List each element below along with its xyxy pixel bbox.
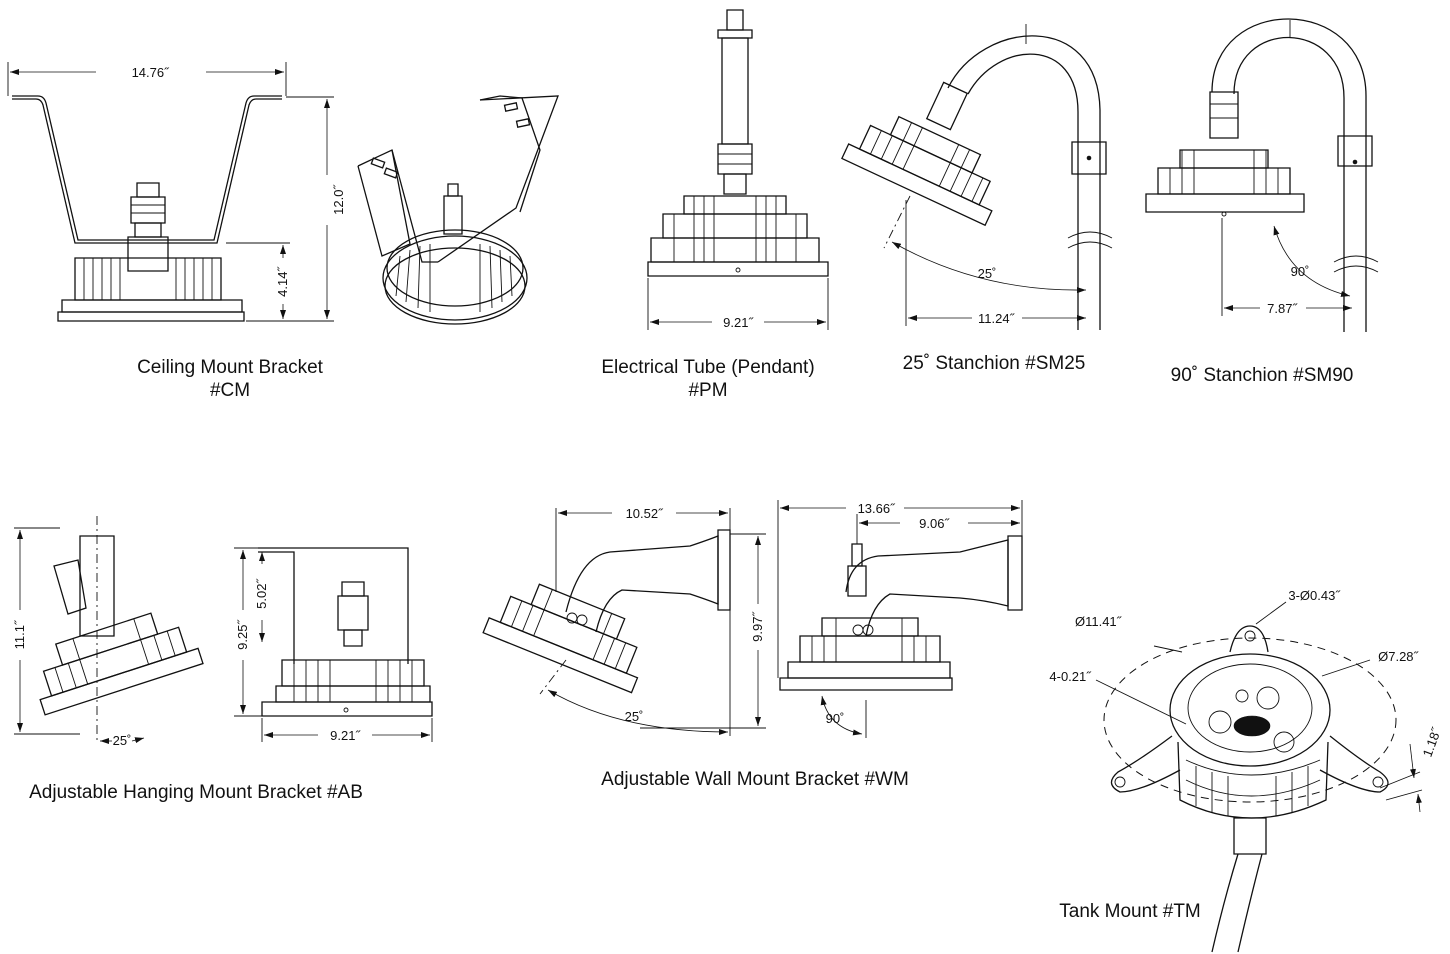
dim-sm25-reach: 11.24˝ [978,311,1016,326]
dim-tm-bolt-circle: Ø11.41˝ [1075,614,1123,629]
wall-mount-figure [483,500,1022,738]
dim-wm-angle-b: 90˚ [826,711,845,726]
dim-ab-total-height: 9.25˝ [235,619,250,650]
caption-pendant-mount-code: #PM [688,380,727,401]
stanchion-90-heatsink [1146,150,1304,216]
dim-pm-width: 9.21˝ [723,315,754,330]
caption-stanchion-90: 90˚ Stanchion #SM90 [1171,365,1354,386]
dim-wm-reach-a: 10.52˝ [626,506,665,521]
dim-sm25-angle: 25˚ [978,266,997,281]
dim-wm-height: 9.97˝ [750,611,765,642]
ceiling-mount-isometric [358,96,558,324]
dim-ab-bracket-height: 5.02˝ [254,578,269,609]
caption-ceiling-mount: Ceiling Mount Bracket [137,357,324,378]
dim-ab-angle: 25˚ [113,733,132,748]
dim-cm-lamp-height: 4.14˝ [275,266,290,297]
dim-sm90-reach: 7.87˝ [1267,301,1298,316]
dim-wm-reach-b-inner: 9.06˝ [919,516,950,531]
dim-wm-reach-b: 13.66˝ [858,501,897,516]
dim-ab-height: 11.1˝ [12,619,27,649]
dim-cm-height: 12.0˝ [331,184,346,215]
hanging-mount-figure [14,516,432,744]
dim-cm-width: 14.76˝ [132,65,171,80]
ceiling-mount-figure [8,62,334,321]
dimension-labels: 14.76˝ 12.0˝ 4.14˝ 9.21˝ 25˚ 11.24˝ 90˚ … [12,65,1444,759]
stanchion-25-heatsink [842,102,1011,225]
dim-tm-holes: 3-Ø0.43˝ [1288,588,1341,603]
dim-wm-angle-a: 25˚ [625,709,644,724]
hanging-heatsink [25,603,203,715]
hanging-front-heatsink [262,660,432,716]
wall-heatsink-a [483,571,656,692]
dim-tm-slots: 4-0.21˝ [1049,669,1092,684]
tank-mount-figure [1096,602,1422,952]
pendant-mount-figure [648,10,828,330]
wall-heatsink-b [780,618,952,690]
caption-ceiling-mount-code: #CM [210,380,250,401]
dim-ab-width: 9.21˝ [330,728,361,743]
caption-stanchion-25: 25˚ Stanchion #SM25 [903,353,1086,374]
caption-hanging-mount: Adjustable Hanging Mount Bracket #AB [29,782,363,803]
caption-pendant-mount: Electrical Tube (Pendant) [601,357,814,378]
caption-wall-mount: Adjustable Wall Mount Bracket #WM [601,769,909,790]
stanchion-90-figure [1146,19,1378,332]
caption-tank-mount: Tank Mount #TM [1059,901,1201,922]
dim-tm-inner-circle: Ø7.28˝ [1378,649,1419,664]
dim-tm-thickness: 1.18˝ [1420,724,1445,759]
dim-sm90-angle: 90˚ [1291,264,1310,279]
stanchion-25-figure [842,24,1112,330]
captions: Ceiling Mount Bracket #CM Electrical Tub… [29,353,1353,922]
pendant-heatsink [648,196,828,276]
ceiling-heatsink [58,258,244,321]
